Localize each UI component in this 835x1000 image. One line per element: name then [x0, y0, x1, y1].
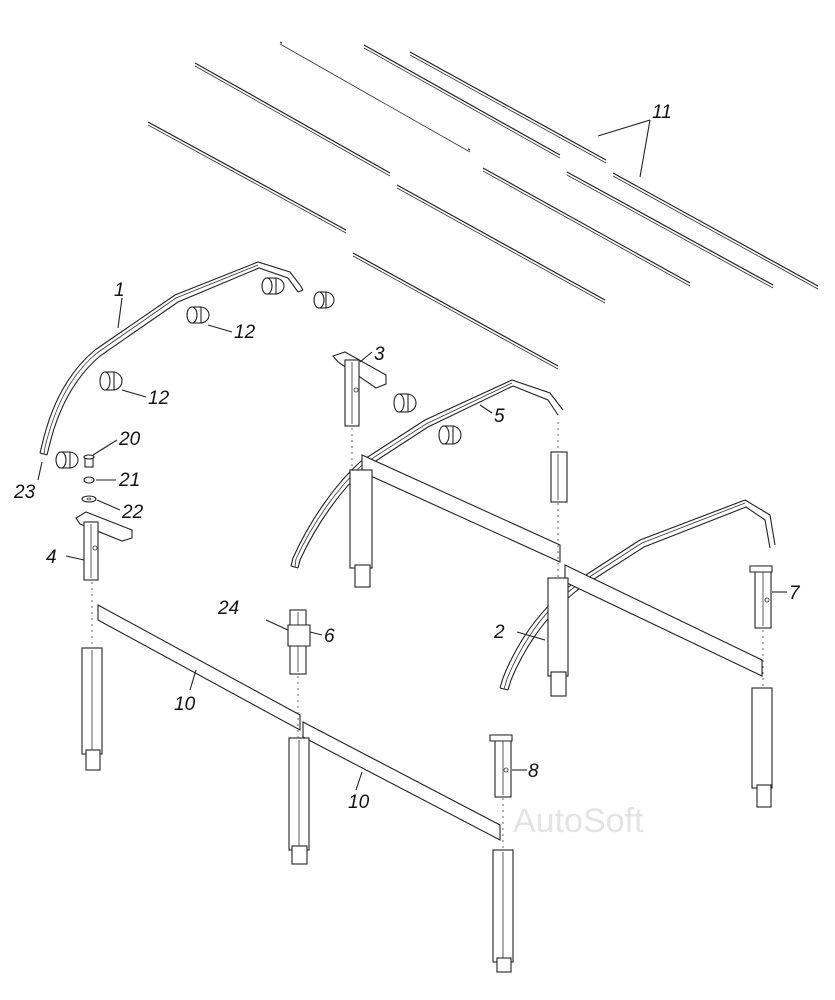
- label-4: 4: [46, 547, 57, 568]
- bushing: [393, 393, 417, 413]
- hardware-20-21-22: [81, 454, 97, 503]
- leader-11b: [639, 119, 651, 178]
- label-24: 24: [217, 598, 239, 619]
- label-22: 22: [121, 502, 144, 523]
- front-side-boards: [81, 604, 514, 973]
- board-10b: [302, 721, 501, 841]
- rear-side-board: [547, 564, 773, 808]
- bushing: [186, 306, 210, 324]
- bracket-4: [75, 511, 133, 581]
- label-6: 6: [324, 626, 335, 647]
- board-10a: [97, 604, 301, 731]
- front-bow: [39, 261, 304, 456]
- bracket-8: [489, 734, 513, 850]
- rod: [409, 51, 607, 164]
- rod: [482, 167, 691, 287]
- label-3: 3: [374, 344, 385, 365]
- label-1: 1: [114, 280, 125, 301]
- bushings-12: [55, 277, 462, 469]
- label-23: 23: [13, 482, 36, 503]
- label-20: 20: [118, 429, 141, 450]
- label-10: 10: [348, 792, 370, 813]
- rod: [612, 172, 819, 290]
- rod: [566, 171, 774, 289]
- label-5: 5: [494, 406, 505, 427]
- label-7: 7: [789, 583, 801, 604]
- label-8: 8: [528, 761, 539, 782]
- rod: [352, 252, 559, 370]
- label-21: 21: [118, 470, 140, 491]
- leader-11a: [597, 119, 651, 137]
- bracket-3: [332, 351, 387, 427]
- watermark-text: AutoSoft: [513, 802, 644, 840]
- callout-labels: 1 12 12 3 5 20 21 22 23 4 24 6 7 2 10 8 …: [13, 102, 801, 813]
- middle-side-board: [349, 422, 568, 588]
- bracket-7: [749, 565, 773, 629]
- rod: [194, 62, 391, 177]
- bushing: [99, 371, 123, 391]
- label-10: 10: [174, 694, 196, 715]
- rod: [279, 41, 471, 153]
- washer-22: [81, 495, 97, 503]
- label-12: 12: [234, 322, 256, 343]
- rod: [396, 184, 606, 304]
- bushing: [261, 277, 285, 295]
- washer-21: [83, 476, 95, 484]
- bracket-6: [265, 609, 311, 738]
- label-12: 12: [148, 388, 170, 409]
- rod: [363, 44, 561, 159]
- bushing: [313, 291, 335, 309]
- leader-lines: [37, 297, 787, 791]
- rod: [147, 121, 347, 234]
- bushing: [55, 451, 79, 469]
- pin-24: [265, 619, 289, 631]
- rods-group: [147, 41, 819, 370]
- label-11: 11: [652, 102, 672, 123]
- bushing: [438, 425, 462, 445]
- label-2: 2: [493, 622, 505, 643]
